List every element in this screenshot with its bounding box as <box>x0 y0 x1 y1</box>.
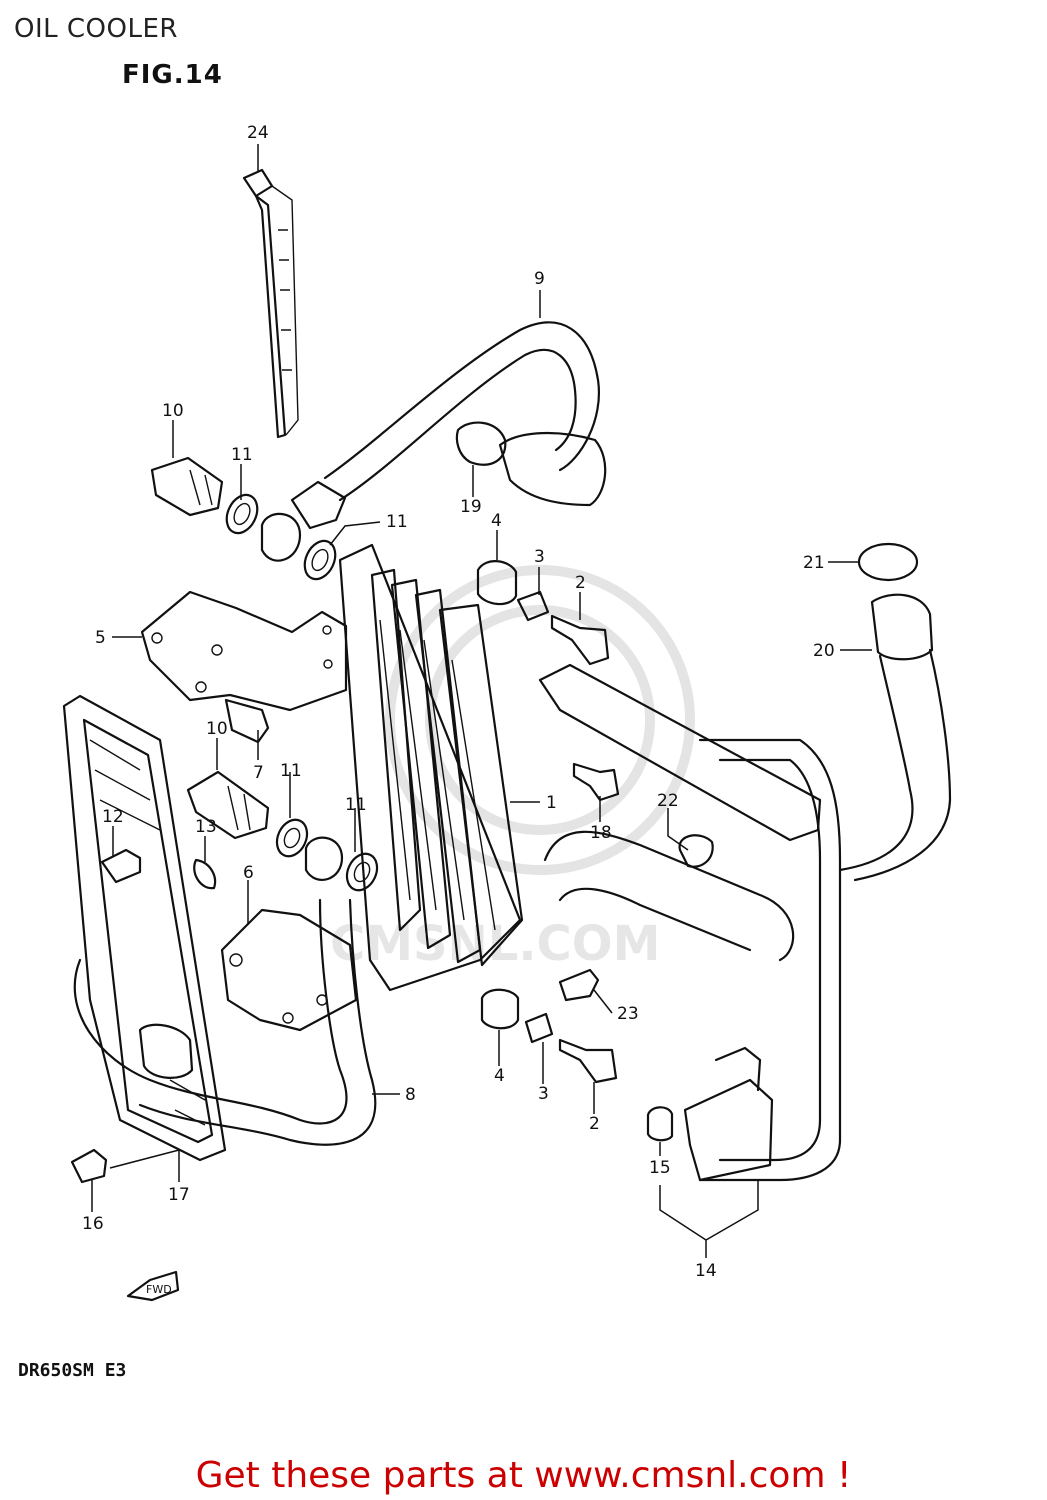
hose-lower <box>73 898 377 1146</box>
callout-13: 13 <box>195 817 217 837</box>
fwd-arrow: FWD <box>126 1270 180 1302</box>
cushion <box>480 988 520 1030</box>
callout-20: 20 <box>813 641 835 661</box>
callout-15: 15 <box>649 1158 671 1178</box>
gasket <box>275 818 379 892</box>
cushion <box>476 560 518 606</box>
cable-tie <box>242 168 299 439</box>
callout-2b: 2 <box>589 1114 600 1134</box>
gasket <box>225 493 337 581</box>
callout-22: 22 <box>657 791 679 811</box>
hose-upper <box>290 321 607 530</box>
bolt <box>572 762 620 802</box>
callout-10: 10 <box>162 401 184 421</box>
callout-4b: 4 <box>494 1066 505 1086</box>
callout-10b: 10 <box>206 719 228 739</box>
bolt <box>70 1148 108 1184</box>
cap <box>646 1106 674 1142</box>
callout-11b: 11 <box>386 512 408 532</box>
callout-11: 11 <box>231 445 253 465</box>
fwd-label: FWD <box>146 1283 172 1296</box>
pipe <box>838 593 952 882</box>
watermark: CMSNL.COM <box>330 565 695 972</box>
union-bolt <box>150 456 224 517</box>
callout-8: 8 <box>405 1085 416 1105</box>
callout-21: 21 <box>803 553 825 573</box>
clamp <box>193 858 217 890</box>
clamp <box>678 834 714 868</box>
arrow-left-icon <box>126 1270 180 1302</box>
guard <box>62 694 227 1162</box>
pipe-assy <box>538 663 842 1182</box>
callout-17: 17 <box>168 1185 190 1205</box>
callout-11d: 11 <box>345 795 367 815</box>
bolt <box>558 1038 618 1084</box>
collar <box>524 1012 554 1044</box>
callout-23: 23 <box>617 1004 639 1024</box>
callout-labels: 24 9 10 11 11 19 4 3 2 21 20 5 10 7 11 1… <box>82 123 835 1281</box>
footer-link-text[interactable]: Get these parts at www.cmsnl.com ! <box>195 1455 852 1496</box>
callout-6: 6 <box>243 863 254 883</box>
leader-lines <box>91 144 872 1258</box>
callout-4: 4 <box>491 511 502 531</box>
oil-cooler <box>338 543 524 992</box>
callout-16: 16 <box>82 1214 104 1234</box>
callout-5: 5 <box>95 628 106 648</box>
callout-14: 14 <box>695 1261 717 1281</box>
callout-11c: 11 <box>280 761 302 781</box>
union-bolt <box>186 770 270 840</box>
bracket-upper <box>140 590 348 712</box>
collar <box>516 590 550 622</box>
callout-12: 12 <box>102 807 124 827</box>
callout-19: 19 <box>460 497 482 517</box>
bolt <box>558 968 600 1002</box>
figure-number: FIG.14 <box>122 60 223 90</box>
callout-24: 24 <box>247 123 269 143</box>
callout-1: 1 <box>546 793 557 813</box>
model-code: DR650SM E3 <box>18 1360 127 1381</box>
bolt <box>550 614 610 666</box>
callout-3: 3 <box>534 547 545 567</box>
bolt <box>224 698 270 744</box>
o-ring <box>857 542 919 582</box>
callout-2: 2 <box>575 573 586 593</box>
bolt <box>100 848 142 884</box>
callout-7: 7 <box>253 763 264 783</box>
callout-3b: 3 <box>538 1084 549 1104</box>
diagram-title: OIL COOLER <box>14 14 178 44</box>
callout-18: 18 <box>590 823 612 843</box>
callout-9: 9 <box>534 269 545 289</box>
